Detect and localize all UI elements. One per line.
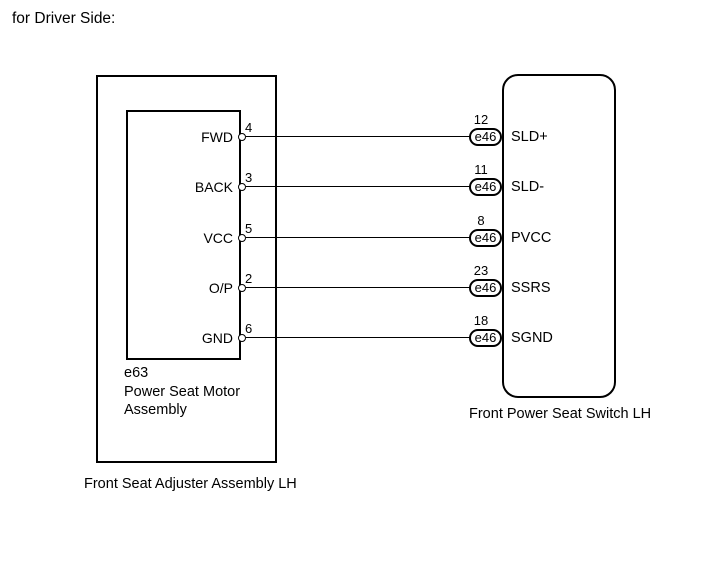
connector-oval: e46 [469, 128, 502, 146]
front-power-seat-switch-box [502, 74, 616, 398]
motor-connector-code: e63 [124, 365, 149, 381]
connector-oval: e46 [469, 279, 502, 297]
connector-oval: e46 [469, 229, 502, 247]
wire-line [246, 337, 470, 338]
switch-pin-number: 18 [473, 313, 489, 328]
signal-label: SLD+ [511, 129, 548, 145]
motor-pin-label: VCC [203, 230, 233, 246]
switch-pin-number: 8 [477, 213, 485, 228]
motor-pin-terminal [238, 334, 246, 342]
motor-pin-number: 5 [245, 221, 253, 236]
motor-pin-number: 2 [245, 271, 253, 286]
motor-pin-terminal [238, 183, 246, 191]
switch-pin-number: 11 [474, 162, 488, 177]
signal-label: PVCC [511, 230, 552, 246]
switch-pin-number: 12 [473, 112, 489, 127]
wire-line [246, 186, 470, 187]
motor-pin-label: FWD [201, 129, 233, 145]
signal-label: SLD- [511, 179, 545, 195]
motor-pin-number: 4 [245, 120, 253, 135]
motor-pin-label: BACK [194, 179, 233, 195]
switch-pin-number: 23 [473, 263, 489, 278]
page-title: for Driver Side: [12, 10, 116, 27]
adjuster-assembly-label: Front Seat Adjuster Assembly LH [84, 476, 297, 492]
motor-name-line2: Assembly [124, 402, 187, 418]
connector-oval: e46 [469, 329, 502, 347]
motor-pin-number: 3 [245, 170, 253, 185]
motor-pin-label: O/P [208, 280, 233, 296]
motor-pin-terminal [238, 234, 246, 242]
wire-line [246, 287, 470, 288]
motor-pin-terminal [238, 133, 246, 141]
wire-line [246, 237, 470, 238]
connector-oval: e46 [469, 178, 502, 196]
switch-assembly-label: Front Power Seat Switch LH [469, 406, 652, 422]
signal-label: SGND [511, 330, 553, 346]
motor-pin-number: 6 [245, 321, 253, 336]
motor-pin-terminal [238, 284, 246, 292]
motor-name-line1: Power Seat Motor [124, 383, 241, 400]
motor-pin-label: GND [201, 330, 233, 346]
front-seat-adjuster-assembly-box [96, 75, 277, 463]
signal-label: SSRS [511, 280, 551, 296]
wire-line [246, 136, 470, 137]
motor-assembly-label: e63 Power Seat Motor Assembly [124, 364, 240, 420]
